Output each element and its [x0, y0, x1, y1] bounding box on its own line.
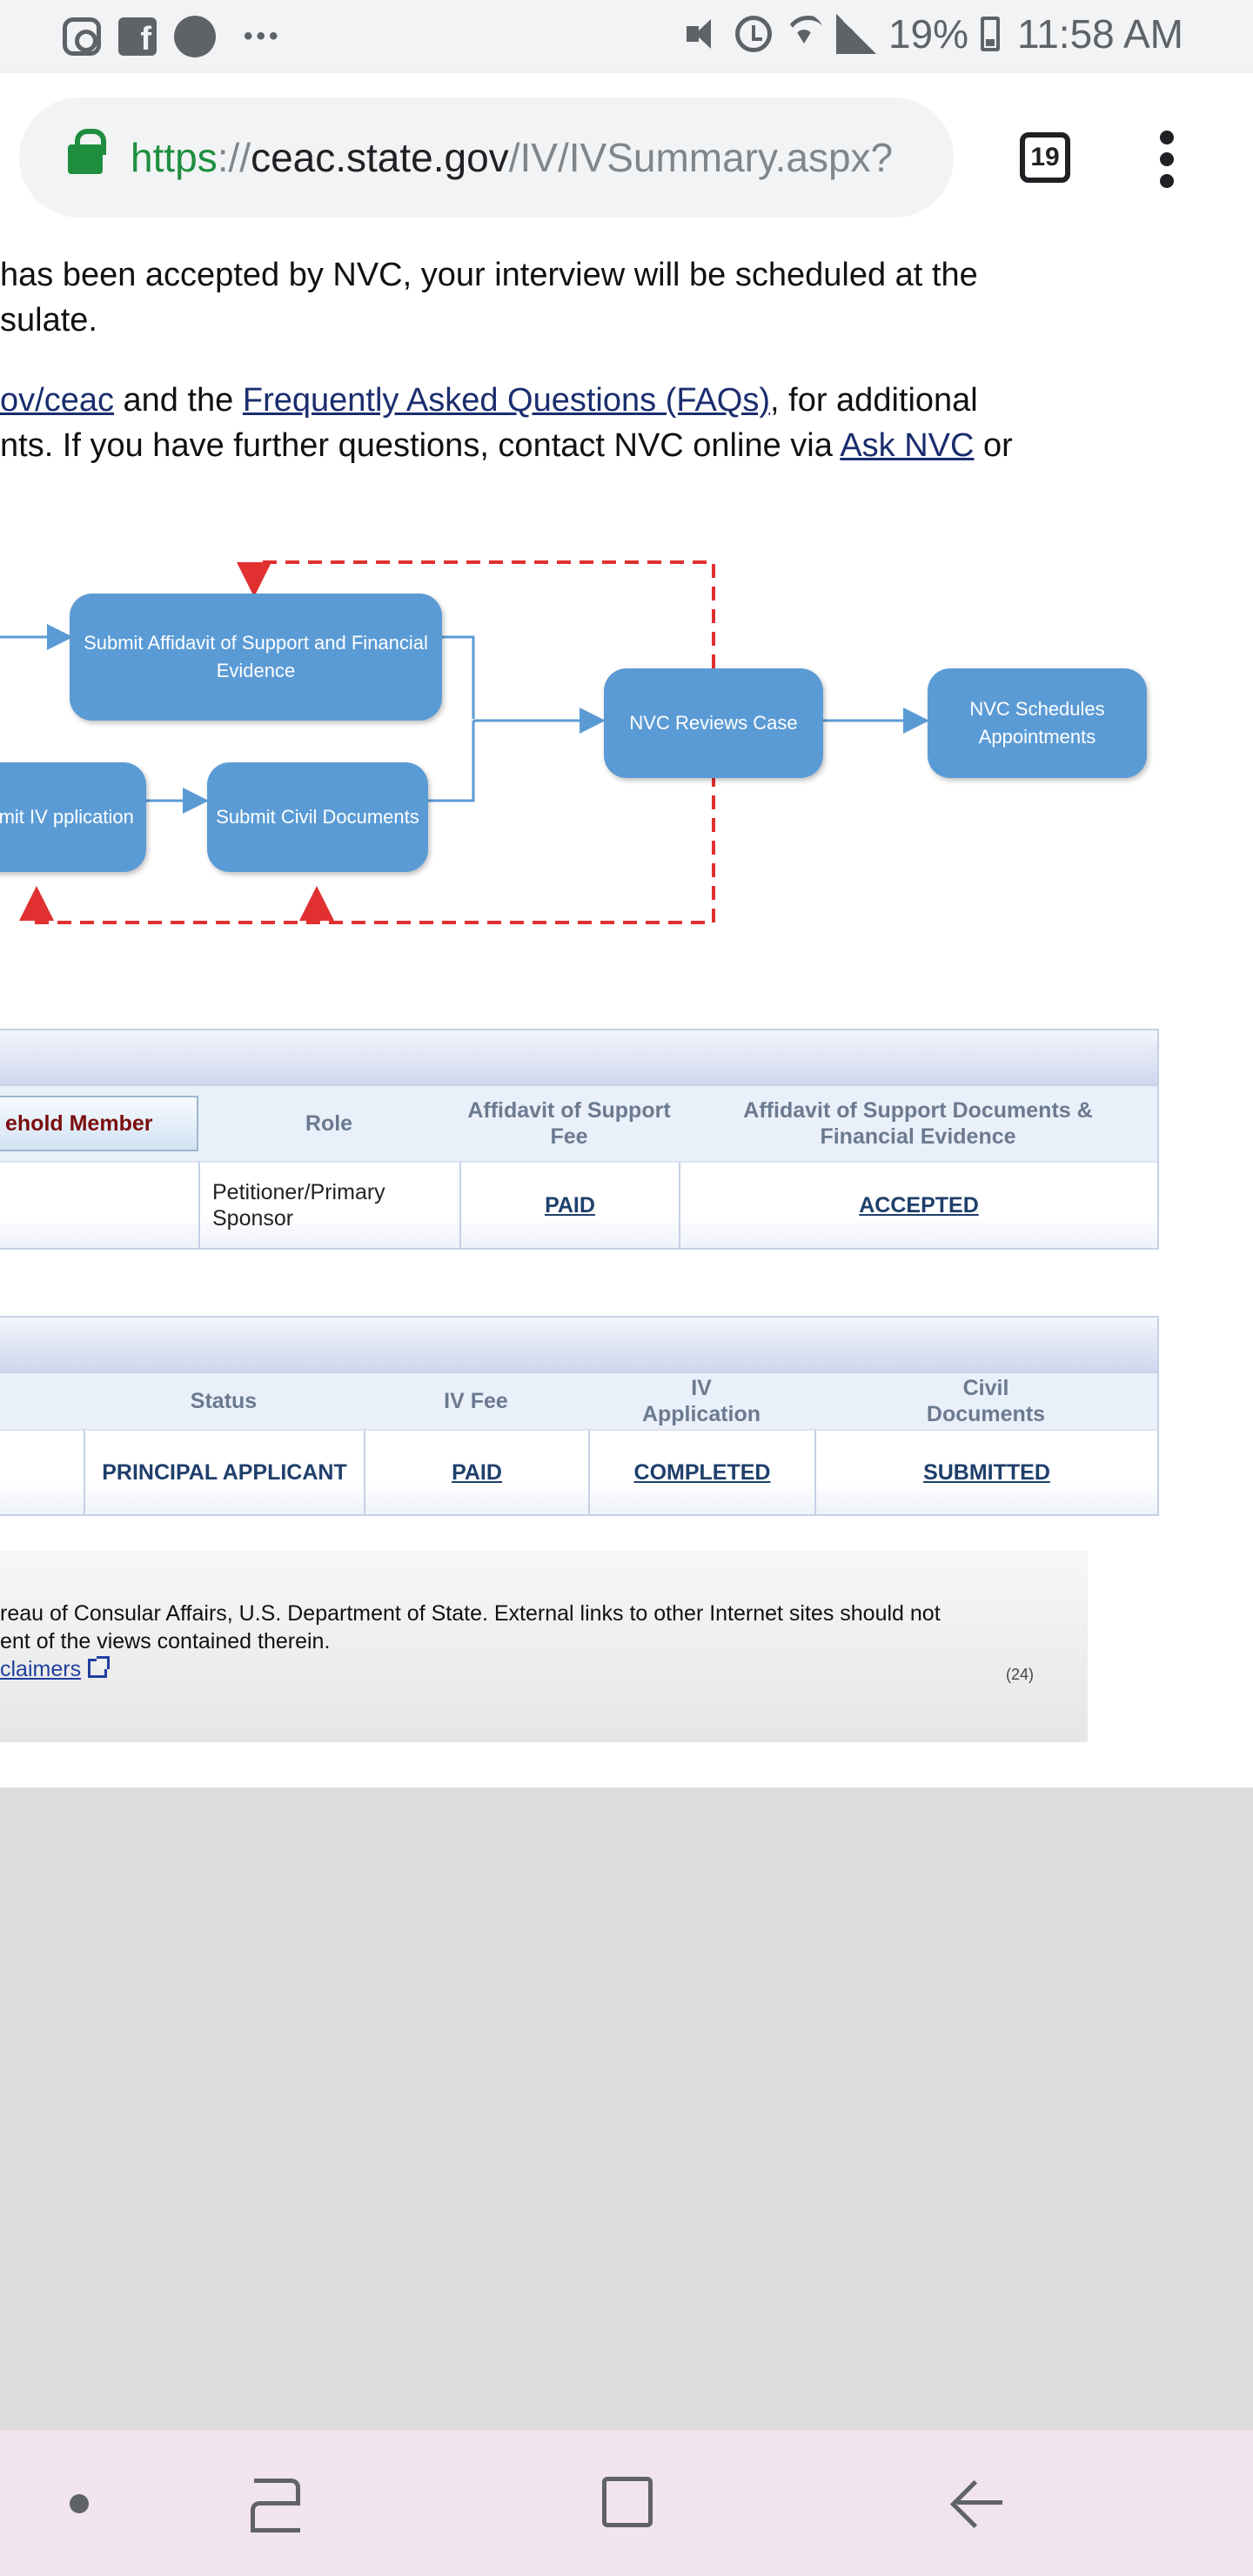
alarm-icon [734, 16, 772, 52]
flow-line-civil [426, 721, 475, 802]
affidavit-documents-accepted-link[interactable]: ACCEPTED [859, 1193, 979, 1218]
column-header-iv-fee: IV Fee [364, 1373, 588, 1429]
lock-icon[interactable] [68, 129, 106, 174]
home-icon[interactable] [602, 2477, 653, 2527]
instagram-icon [63, 17, 101, 56]
tab-switcher-button[interactable]: 19 [1020, 132, 1070, 183]
table-row: Petitioner/Primary Sponsor PAID ACCEPTED [0, 1161, 1157, 1248]
applicant-status: PRINCIPAL APPLICANT [84, 1429, 364, 1514]
url-bar[interactable]: https://ceac.state.gov/IV/IVSummary.aspx… [19, 97, 954, 218]
column-header-status: Status [84, 1373, 364, 1429]
intro-line-4: nts. If you have further questions, cont… [0, 427, 1013, 464]
flow-node-nvc-schedules: NVC Schedules Appointments [928, 668, 1147, 778]
table-row: PRINCIPAL APPLICANT PAID COMPLETED SUBMI… [0, 1429, 1157, 1514]
faq-link[interactable]: Frequently Asked Questions (FAQs) [242, 382, 771, 419]
applicant-table: Status IV Fee IV Application Civil Docum… [0, 1316, 1159, 1516]
flow-line-affidavit [440, 635, 475, 719]
back-icon[interactable] [954, 2480, 1002, 2526]
mute-icon [683, 14, 723, 54]
url-separator: :// [217, 135, 251, 180]
external-link-icon [88, 1656, 111, 1678]
url-scheme: https [131, 135, 218, 180]
flow-connectors [0, 560, 929, 924]
column-header-civil-documents: Civil Documents [814, 1373, 1157, 1429]
intro-line-1: has been accepted by NVC, your interview… [0, 257, 978, 293]
civil-documents-submitted-link[interactable]: SUBMITTED [923, 1460, 1050, 1485]
page-content: has been accepted by NVC, your interview… [0, 244, 1253, 1788]
intro-line-3: ov/ceac and the Frequently Asked Questio… [0, 382, 978, 419]
flow-node-nvc-reviews: NVC Reviews Case [604, 668, 823, 778]
loop-arrow-ivapp [18, 750, 715, 924]
status-bar: f ••• 19% 11:58 AM [0, 0, 1253, 73]
nav-dot-icon[interactable] [70, 2494, 89, 2513]
column-header-affidavit-fee: Affidavit of Support Fee [459, 1086, 679, 1161]
process-flow-diagram: Submit Affidavit of Support and Financia… [0, 557, 1253, 957]
browser-toolbar: https://ceac.state.gov/IV/IVSummary.aspx… [0, 73, 1253, 244]
column-header-affidavit-documents: Affidavit of Support Documents & Financi… [679, 1086, 1157, 1161]
household-member-button[interactable]: ehold Member [0, 1096, 198, 1151]
wifi-icon [784, 14, 824, 54]
sponsor-role: Petitioner/Primary Sponsor [198, 1161, 459, 1248]
loop-arrow-affidavit [237, 560, 715, 691]
intro-line-2: sulate. [0, 302, 97, 339]
affidavit-fee-paid-link[interactable]: PAID [545, 1193, 595, 1218]
signal-icon [835, 14, 876, 54]
iv-application-completed-link[interactable]: COMPLETED [633, 1460, 771, 1485]
sponsor-table: ehold Member Role Affidavit of Support F… [0, 1029, 1159, 1250]
footer-counter: (24) [1005, 1666, 1034, 1683]
sponsor-table-header-bar [0, 1030, 1157, 1086]
clock: 11:58 AM [1017, 11, 1183, 57]
column-header-role: Role [198, 1086, 459, 1161]
flow-node-iv-application: ubmit IV pplication [0, 762, 146, 872]
page-footer: reau of Consular Affairs, U.S. Departmen… [0, 1551, 1088, 1742]
url-path: /IV/IVSummary.aspx? [508, 135, 894, 180]
circle-notification-icon [174, 16, 216, 57]
url-text[interactable]: https://ceac.state.gov/IV/IVSummary.aspx… [131, 131, 940, 184]
flow-node-affidavit: Submit Affidavit of Support and Financia… [70, 594, 442, 721]
battery-icon [981, 17, 1001, 51]
battery-percent: 19% [888, 11, 969, 57]
system-nav-bar [0, 2430, 1253, 2576]
column-header-iv-application: IV Application [588, 1373, 814, 1429]
ceac-link[interactable]: ov/ceac [0, 382, 114, 419]
disclaimers-link[interactable]: claimers [0, 1656, 111, 1682]
ask-nvc-link[interactable]: Ask NVC [840, 427, 975, 464]
url-host: ceac.state.gov [251, 135, 509, 180]
facebook-icon: f [118, 17, 157, 56]
flow-node-civil-documents: Submit Civil Documents [207, 762, 428, 872]
applicant-table-header-bar [0, 1318, 1157, 1373]
iv-fee-paid-link[interactable]: PAID [452, 1460, 502, 1485]
menu-icon[interactable] [1156, 131, 1180, 188]
more-notifications-icon: ••• [244, 22, 282, 50]
footer-text: reau of Consular Affairs, U.S. Departmen… [0, 1601, 941, 1654]
recent-apps-icon[interactable] [251, 2479, 303, 2532]
